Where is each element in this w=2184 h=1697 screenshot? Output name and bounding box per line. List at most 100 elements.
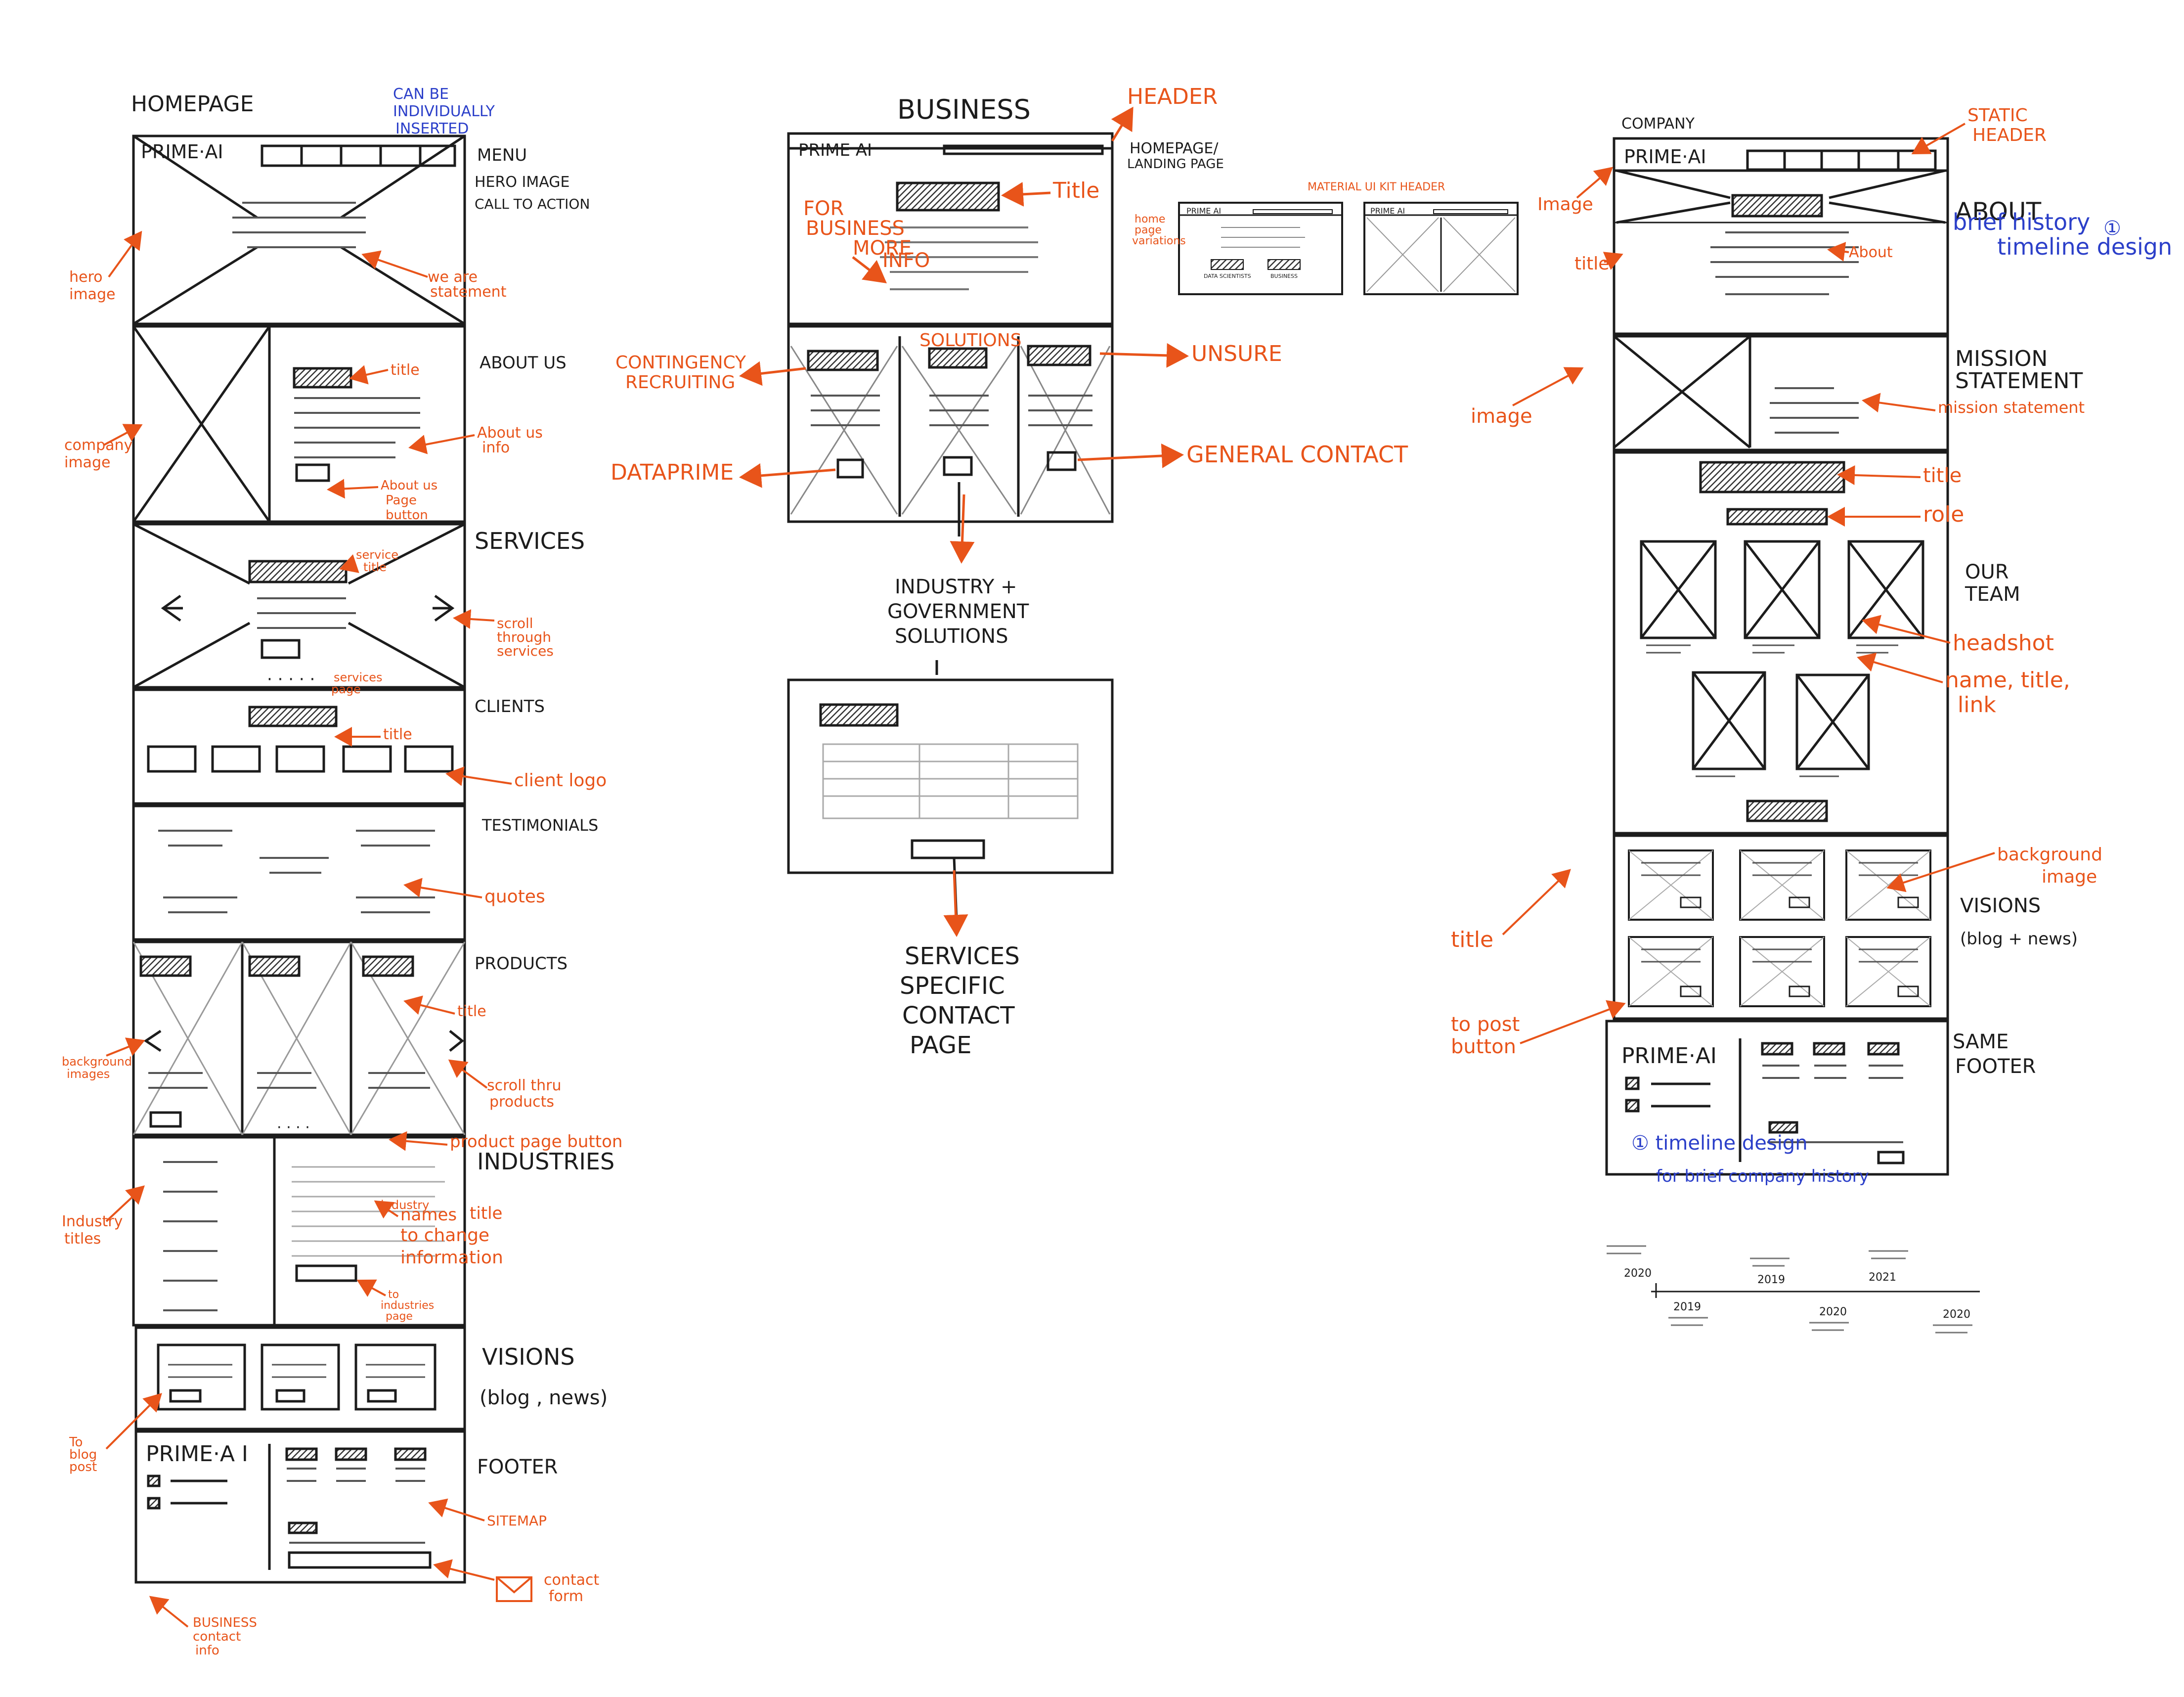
svg-text:we are: we are	[428, 268, 478, 286]
svg-text:INSERTED: INSERTED	[395, 120, 469, 137]
svg-text:hero: hero	[69, 268, 103, 286]
visions-section	[134, 1326, 466, 1430]
svg-text:SPECIFIC: SPECIFIC	[900, 972, 1005, 1000]
svg-text:to change: to change	[400, 1225, 489, 1246]
svg-text:HOMEPAGE/: HOMEPAGE/	[1130, 140, 1219, 157]
business-logo: PRIME AI	[798, 140, 872, 160]
timeline-year: 2021	[1869, 1271, 1896, 1284]
svg-text:Title: Title	[1052, 178, 1099, 203]
svg-text:STATEMENT: STATEMENT	[1955, 368, 2083, 394]
label-blog-news: (blog , news)	[480, 1386, 608, 1409]
svg-text:UNSURE: UNSURE	[1191, 341, 1282, 366]
svg-text:title: title	[457, 1003, 486, 1020]
svg-text:title: title	[391, 361, 420, 379]
svg-text:background: background	[1997, 845, 2102, 865]
svg-text:titles: titles	[64, 1230, 101, 1248]
svg-text:names: names	[400, 1205, 457, 1225]
label-hero-image: HERO IMAGE	[475, 174, 569, 191]
svg-text:· · · · ·: · · · · ·	[267, 670, 315, 689]
timeline-year: 2020	[1624, 1267, 1652, 1280]
svg-text:services: services	[497, 643, 554, 659]
company-column: COMPANY PRIME·AI	[1451, 105, 2172, 1186]
svg-text:headshot: headshot	[1953, 630, 2054, 656]
label-cta: CALL TO ACTION	[475, 196, 590, 212]
svg-text:contact: contact	[544, 1571, 600, 1589]
svg-text:client logo: client logo	[514, 770, 607, 791]
svg-text:mission statement: mission statement	[1938, 398, 2085, 417]
svg-text:title: title	[1451, 927, 1493, 952]
services-section	[132, 523, 466, 689]
clients-section	[132, 688, 466, 805]
svg-text:Image: Image	[1537, 194, 1593, 215]
svg-text:page: page	[1135, 224, 1162, 236]
svg-text:title: title	[1574, 254, 1609, 274]
label-industries: INDUSTRIES	[477, 1148, 614, 1175]
company-logo: PRIME·AI	[1624, 146, 1706, 168]
svg-text:image: image	[64, 454, 110, 471]
svg-text:company: company	[64, 437, 132, 454]
svg-text:scroll: scroll	[497, 615, 533, 631]
svg-text:image: image	[1471, 405, 1532, 428]
company-footer	[1605, 1020, 1949, 1176]
industry-page	[787, 678, 1114, 874]
variation-2	[1363, 202, 1519, 295]
svg-text:scroll thru: scroll thru	[487, 1077, 561, 1094]
svg-text:INDIVIDUALLY: INDIVIDUALLY	[393, 103, 495, 120]
business-hero	[787, 132, 1114, 325]
svg-text:MORE: MORE	[853, 237, 912, 260]
svg-text:page: page	[331, 682, 361, 696]
label-products: PRODUCTS	[475, 954, 568, 974]
svg-text:CAN BE: CAN BE	[393, 86, 449, 103]
svg-text:button: button	[386, 508, 428, 523]
svg-text:About us: About us	[477, 424, 543, 442]
svg-text:PAGE: PAGE	[910, 1031, 971, 1059]
mini-logo-2: PRIME AI	[1370, 206, 1405, 216]
svg-text:About: About	[1849, 244, 1893, 261]
label-testimonials: TESTIMONIALS	[481, 816, 598, 835]
svg-text:① timeline design: ① timeline design	[1631, 1132, 1808, 1155]
svg-text:VISIONS: VISIONS	[1960, 894, 2041, 917]
svg-text:SOLUTIONS: SOLUTIONS	[919, 330, 1022, 351]
svg-text:information: information	[400, 1248, 503, 1268]
svg-text:contact: contact	[193, 1629, 241, 1644]
svg-text:BUSINESS: BUSINESS	[193, 1615, 257, 1630]
menu-bar	[261, 144, 456, 167]
svg-text:statement: statement	[430, 283, 507, 301]
company-title: COMPANY	[1621, 115, 1695, 133]
svg-text:DATA SCIENTISTS: DATA SCIENTISTS	[1204, 273, 1251, 279]
svg-text:products: products	[489, 1093, 554, 1111]
timeline-year: 2020	[1819, 1306, 1847, 1318]
svg-text:image: image	[2042, 867, 2097, 887]
svg-text:HEADER: HEADER	[1127, 84, 1218, 109]
label-menu: MENU	[477, 145, 527, 165]
svg-text:INDUSTRY +: INDUSTRY +	[895, 576, 1017, 598]
label-visions: VISIONS	[482, 1343, 575, 1370]
svg-text:name, title,: name, title,	[1945, 668, 2070, 693]
svg-text:CONTINGENCY: CONTINGENCY	[615, 353, 746, 373]
svg-text:SAME: SAME	[1953, 1030, 2009, 1053]
timeline-year: 2019	[1757, 1274, 1785, 1286]
homepage-logo: PRIME·AI	[141, 141, 223, 163]
svg-text:home: home	[1135, 213, 1165, 225]
industries-section	[132, 1136, 466, 1327]
svg-text:info: info	[195, 1643, 219, 1658]
svg-text:page: page	[386, 1310, 413, 1323]
svg-text:LANDING PAGE: LANDING PAGE	[1127, 157, 1224, 172]
svg-text:form: form	[549, 1588, 583, 1605]
company-footer-logo: PRIME·AI	[1621, 1043, 1717, 1069]
svg-text:service: service	[356, 548, 398, 562]
svg-text:link: link	[1958, 692, 1996, 717]
timeline-year: 2020	[1943, 1308, 1970, 1321]
svg-text:timeline design: timeline design	[1997, 233, 2172, 260]
homepage-column: HOMEPAGE CAN BE INDIVIDUALLY INSERTED PR…	[62, 86, 622, 1658]
hero-section	[132, 134, 466, 325]
svg-text:SERVICES: SERVICES	[905, 942, 1020, 970]
svg-text:MATERIAL UI KIT HEADER: MATERIAL UI KIT HEADER	[1308, 181, 1445, 193]
svg-text:OUR: OUR	[1965, 561, 2009, 583]
svg-text:for brief company history: for brief company history	[1656, 1166, 1869, 1186]
svg-text:INFO: INFO	[882, 249, 930, 272]
svg-text:GOVERNMENT: GOVERNMENT	[887, 600, 1029, 623]
svg-text:CONTACT: CONTACT	[902, 1002, 1015, 1029]
label-about-us: ABOUT US	[480, 353, 567, 373]
svg-text:· · · ·: · · · ·	[277, 1119, 310, 1136]
